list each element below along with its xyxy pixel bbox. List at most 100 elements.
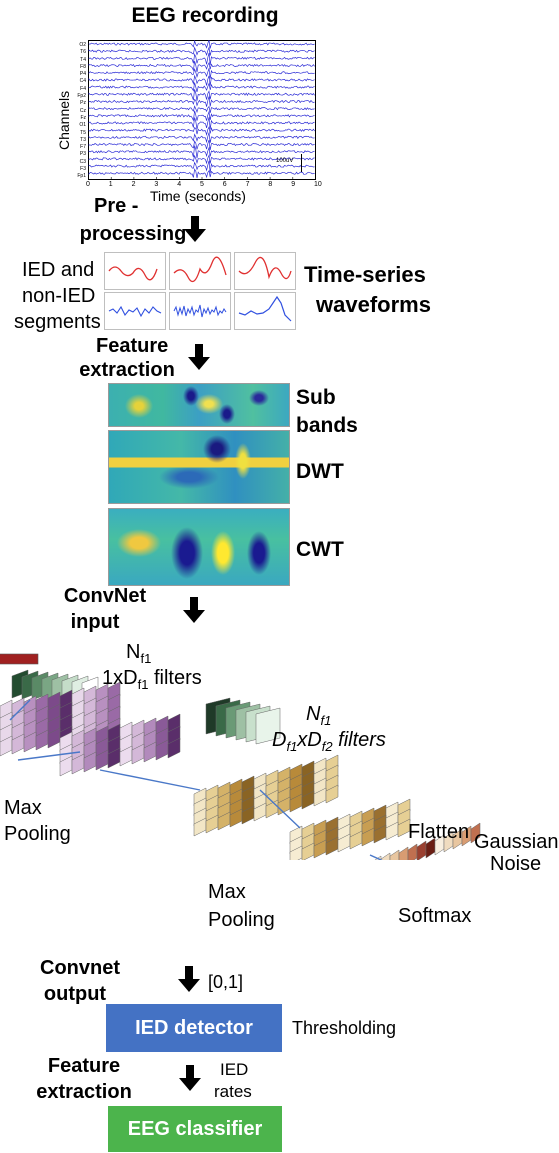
nf1-label-b: Nf1 (306, 703, 332, 728)
eeg-x-tick-label: 5 (200, 181, 204, 188)
cwt-heatmap (108, 508, 290, 586)
eeg-classifier-box: EEG classifier (108, 1106, 282, 1152)
subbands-label-line2: bands (296, 414, 358, 437)
ied-rates-label-line1: IED (220, 1060, 249, 1079)
conv2-filter (255, 707, 281, 745)
eeg-x-tick-label: 0 (86, 181, 90, 188)
eeg-channel-label: F8 (80, 63, 86, 70)
eeg-channel-label: O2 (79, 42, 86, 48)
flatten-vector (470, 822, 481, 844)
eeg-channel-trace (88, 46, 315, 57)
eeg-channel-label: O1 (79, 122, 86, 129)
eeg-channel-label: Pz (80, 100, 86, 107)
maxpool2-label-line1: Max (208, 881, 246, 903)
pool1-feature-map (167, 737, 181, 759)
maxpool1-label-line1: Max (4, 797, 42, 819)
eeg-plot (88, 40, 316, 180)
eeg-channel-label: F7 (80, 144, 86, 151)
flatten-label: Flatten (408, 821, 470, 843)
non-ied-waveform (104, 292, 166, 330)
conv2-feature-map (325, 784, 339, 804)
non-ied-waveform-trace (108, 305, 162, 318)
eeg-channel-label: P4 (79, 71, 86, 78)
waveforms-label-line1: Time-series (304, 262, 426, 287)
eeg-channel-trace (88, 160, 315, 173)
non-ied-waveform (234, 292, 296, 330)
pool2-feature-map (397, 818, 411, 838)
convnet-output-label-line1: Convnet (40, 957, 120, 979)
eeg-channel-label: F4 (80, 85, 86, 92)
ied-waveform-trace (173, 256, 227, 283)
input-layer (0, 653, 39, 665)
thresholding-label: Thresholding (292, 1018, 397, 1038)
filters2-label: Df1xDf2 filters (272, 729, 386, 754)
eeg-channel-trace (88, 82, 315, 93)
eeg-x-tick-label: 1 (108, 181, 113, 188)
flatten-vector (380, 852, 391, 860)
eeg-channel-label: T6 (80, 49, 86, 56)
flow-arrow (369, 854, 383, 860)
eeg-channel-trace (88, 40, 315, 49)
non-ied-waveform-trace (238, 295, 292, 322)
flow-arrow (259, 789, 301, 829)
eeg-x-tick-label: 6 (222, 181, 227, 188)
eeg-xlabel: Time (seconds) (150, 188, 246, 204)
eeg-channel-trace (88, 105, 315, 114)
eeg-x-tick-label: 9 (291, 181, 296, 188)
flow-arrow (17, 751, 81, 761)
ied-waveform (234, 252, 296, 290)
eeg-channel-label: T5 (80, 129, 86, 136)
dwt-label: DWT (296, 460, 344, 483)
eeg-channel-trace (88, 96, 315, 107)
ied-waveform (104, 252, 166, 290)
waveforms-label-line2: waveforms (316, 292, 431, 317)
convnet-output-label-line2: output (43, 983, 107, 1005)
softmax-label: Softmax (398, 905, 472, 927)
eeg-channel-trace (88, 52, 315, 65)
eeg-channel-trace (88, 145, 315, 159)
eeg-channel-trace (88, 89, 315, 101)
maxpool1-label-line2: Pooling (4, 823, 71, 845)
eeg-channel-label: Cz (79, 107, 86, 114)
convnet-diagram (0, 653, 481, 860)
eeg-x-tick-label: 3 (154, 181, 159, 188)
eeg-channel-trace (88, 140, 315, 150)
filters1-label: 1xDf1 filters (102, 667, 202, 692)
ied-detector-box: IED detector (106, 1004, 282, 1052)
flatten-vector (407, 843, 418, 860)
ied-waveform-trace (238, 256, 292, 280)
eeg-channel-trace (88, 110, 315, 122)
dwt-heatmap (108, 430, 290, 504)
flatten-vector (398, 846, 409, 860)
eeg-channel-label: P3 (79, 151, 86, 158)
non-ied-waveform-trace (173, 304, 227, 318)
eeg-channel-trace (88, 67, 315, 79)
eeg-channel-label: Fp1 (77, 173, 86, 180)
feature-extraction-label-line2: extraction (79, 359, 175, 381)
eeg-x-tick-label: 2 (131, 181, 136, 188)
feature-extraction-label-line1: Feature (96, 335, 169, 357)
eeg-title: EEG recording (131, 4, 279, 27)
nf1-label-a: Nf1 (126, 641, 152, 666)
eeg-channel-label: Fz (80, 114, 86, 121)
eeg-channel-label: F3 (80, 166, 86, 173)
segments-label-line1: IED and (22, 259, 95, 281)
eeg-x-tick-label: 4 (177, 181, 182, 188)
eeg-channel-label: Fp2 (77, 93, 86, 100)
ied-waveform-trace (108, 266, 158, 281)
segments-label-line2: non-IED (22, 285, 96, 307)
cwt-label: CWT (296, 538, 344, 561)
non-ied-waveform (169, 292, 231, 330)
final-feature-extraction-label-line1: Feature (47, 1055, 121, 1077)
flatten-vector (389, 849, 400, 860)
preprocessing-label-line1: Pre - (94, 195, 139, 217)
eeg-channel-label: T4 (80, 56, 86, 63)
eeg-channel-label: C4 (79, 78, 86, 85)
eeg-channel-label: T3 (80, 136, 86, 143)
convnet-input-label-line2: input (70, 611, 120, 633)
eeg-channel-trace (88, 126, 315, 137)
subbands-heatmap (108, 383, 290, 427)
eeg-channel-trace (88, 168, 315, 179)
output-range-label: [0,1] (208, 972, 244, 992)
